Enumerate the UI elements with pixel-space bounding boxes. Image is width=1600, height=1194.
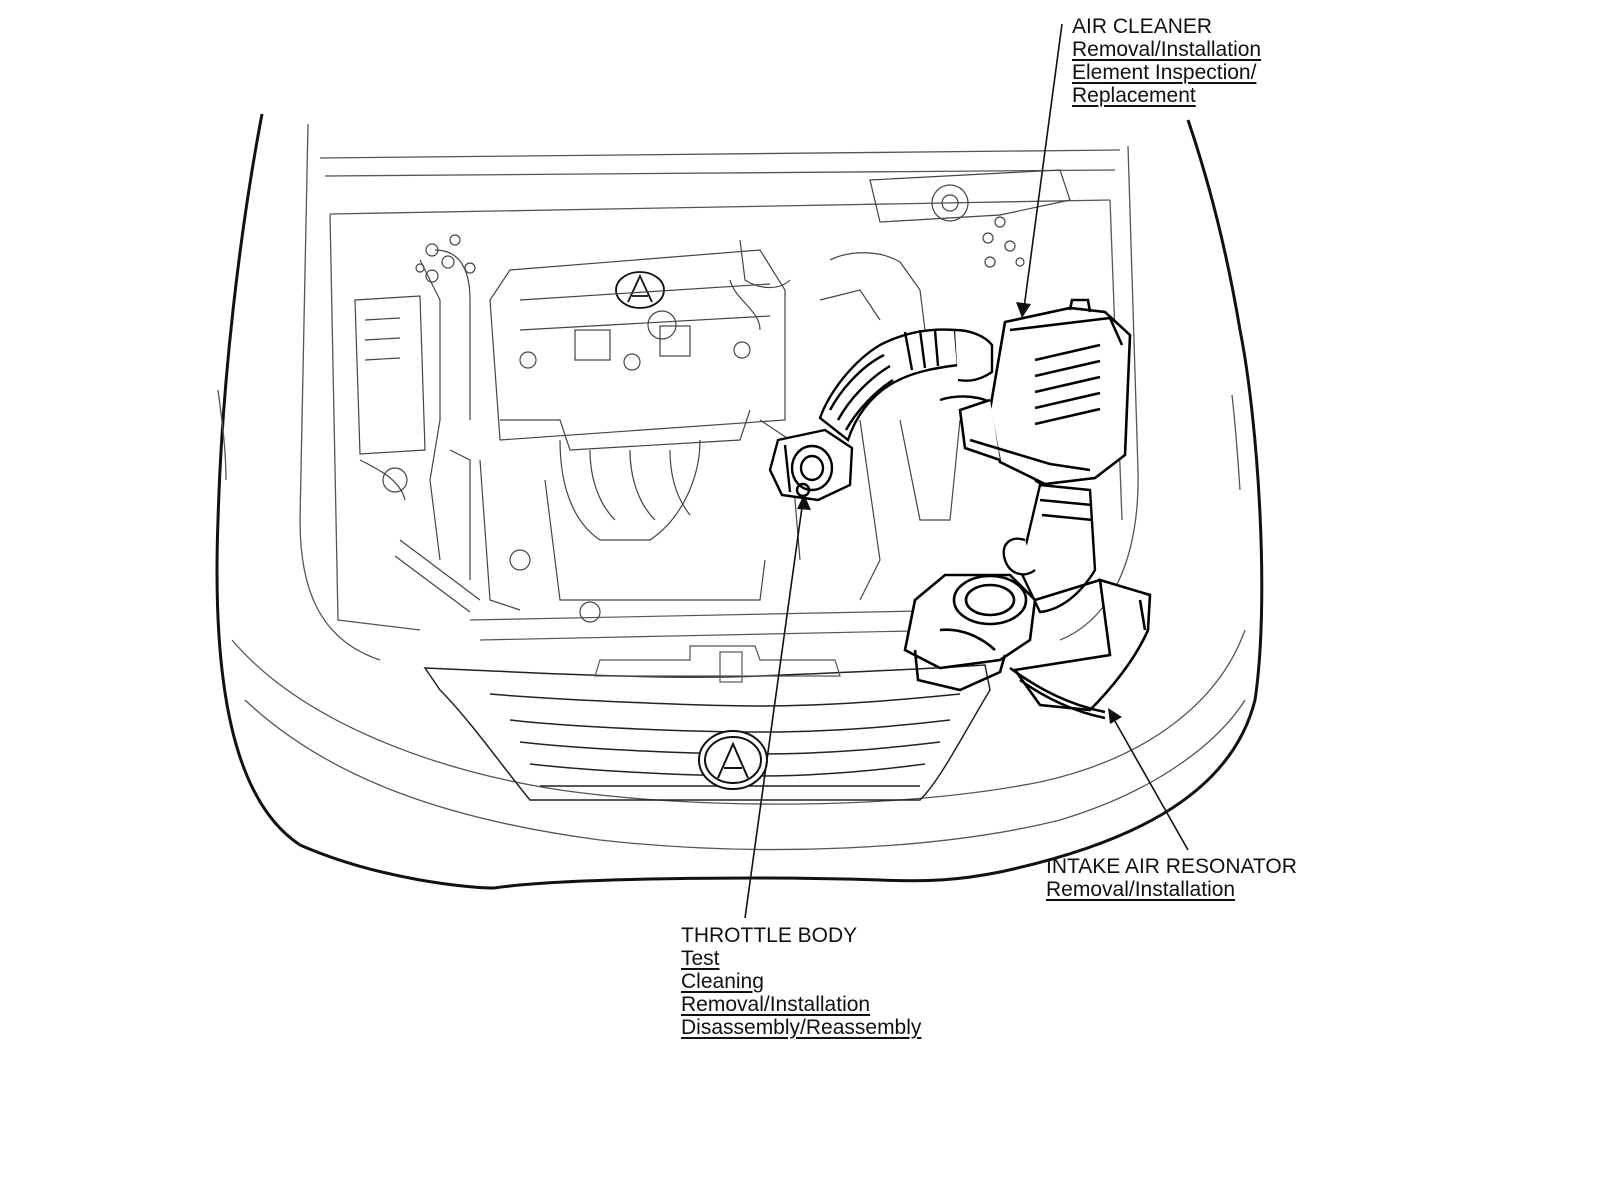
- throttle-body: [768, 428, 854, 502]
- throttle-body-disassembly-reassembly-link[interactable]: Disassembly/Reassembly: [681, 1016, 922, 1039]
- leader-arrowheads: [797, 302, 1122, 724]
- engine-cover-emblem-icon: [615, 271, 665, 309]
- air-cleaner-leader-line: [1023, 23, 1063, 309]
- body-panels: [217, 123, 1246, 851]
- right-strut-tower: [729, 169, 1071, 601]
- air-cleaner-callout: AIR CLEANER Removal/Installation Element…: [1072, 15, 1261, 107]
- intake-resonator-leader-line: [1111, 715, 1189, 851]
- air-cleaner-arrow-icon: [1016, 302, 1031, 318]
- grille-emblem-icon: [698, 730, 768, 790]
- air-cleaner-title: AIR CLEANER: [1072, 15, 1213, 38]
- intake-air-resonator-title: INTAKE AIR RESONATOR: [1046, 855, 1297, 878]
- radiator-support: [469, 609, 971, 683]
- intake-air-resonator: [903, 573, 1152, 720]
- throttle-body-removal-installation-link[interactable]: Removal/Installation: [681, 993, 871, 1016]
- air-cleaner-replacement-link[interactable]: Replacement: [1072, 84, 1196, 107]
- throttle-body-arrow-icon: [797, 494, 811, 510]
- throttle-body-cleaning-link[interactable]: Cleaning: [681, 970, 764, 993]
- intake-resonator-arrow-icon: [1108, 708, 1122, 724]
- throttle-body-test-link[interactable]: Test: [681, 947, 720, 970]
- air-cleaner-box: [958, 298, 1132, 511]
- throttle-body-leader-line: [744, 499, 804, 919]
- left-components: [354, 234, 481, 613]
- leader-lines: [744, 23, 1189, 919]
- engine-block: [419, 249, 801, 623]
- vehicle-body-outline: [215, 113, 1264, 890]
- throttle-body-callout: THROTTLE BODY Test Cleaning Removal/Inst…: [681, 924, 921, 1039]
- intake-air-resonator-callout: INTAKE AIR RESONATOR Removal/Installatio…: [1046, 855, 1297, 901]
- air-cleaner-element-inspection-link[interactable]: Element Inspection/: [1072, 61, 1257, 84]
- throttle-body-title: THROTTLE BODY: [681, 924, 858, 947]
- air-cleaner-removal-installation-link[interactable]: Removal/Installation: [1072, 38, 1262, 61]
- air-duct: [1002, 483, 1097, 614]
- intake-air-resonator-removal-installation-link[interactable]: Removal/Installation: [1046, 878, 1236, 901]
- intake-tube: [818, 328, 994, 443]
